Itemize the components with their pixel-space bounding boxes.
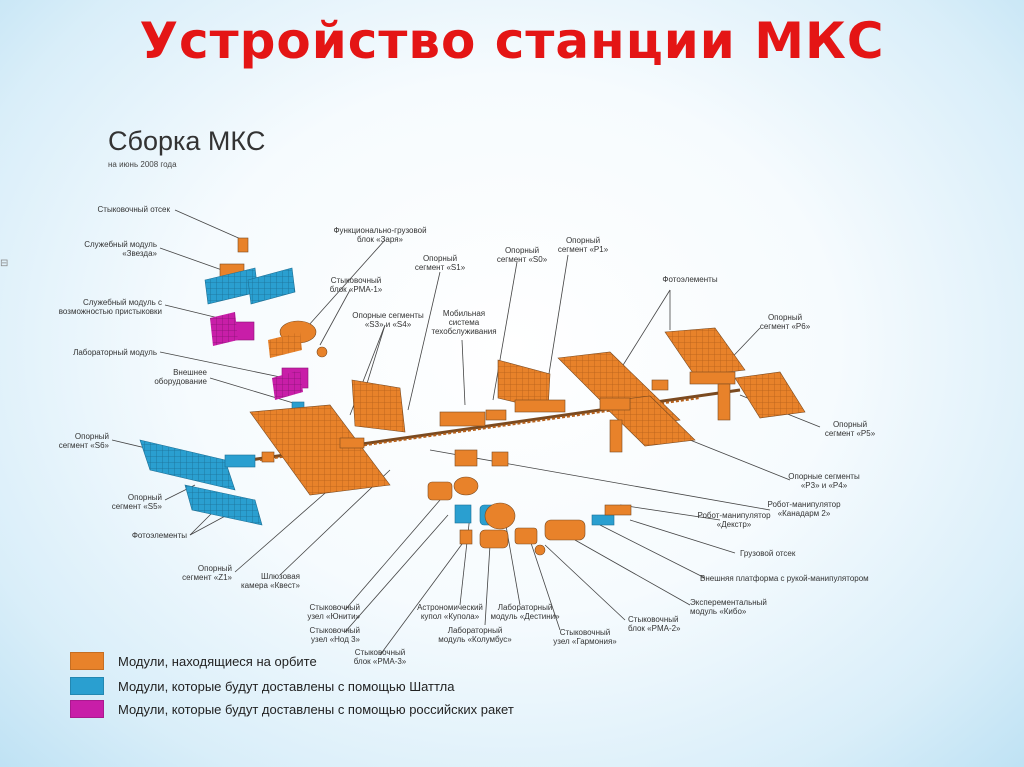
- zarya-panel: [268, 332, 302, 358]
- legend-swatch-blue: [70, 677, 104, 695]
- legend-swatch-orange: [70, 652, 104, 670]
- label-harmony: Стыковочный узел «Гармония»: [553, 628, 617, 646]
- p5-segment: [651, 379, 669, 391]
- label-kibo: Эксперементальный модуль «Кибо»: [690, 598, 767, 616]
- quest-airlock: [427, 481, 453, 501]
- slide-marker-icon: ⊟: [0, 258, 9, 269]
- label-p3p4: Опорные сегменты «P3» и «P4»: [788, 472, 860, 490]
- node3: [454, 504, 472, 524]
- label-s3s4: Опорные сегменты «S3» и «S4»: [352, 311, 424, 329]
- label-pma3: Стыковочный блок «PMA-3»: [353, 648, 407, 666]
- z-block: [261, 451, 275, 463]
- s0-segment: [439, 411, 486, 427]
- port-truss: [557, 327, 806, 453]
- label-p6: Опорный сегмент «P6»: [759, 313, 811, 331]
- legend-item-russian: Модули, которые будут доставлены с помощ…: [70, 700, 514, 718]
- p3p4-mast: [609, 419, 623, 453]
- pma2: [534, 544, 546, 556]
- label-zvezda: Служебный модуль «Звезда»: [84, 240, 157, 258]
- label-canadarm: Робот-манипулятор «Канадарм 2»: [767, 500, 841, 518]
- label-z1: Опорный сегмент «Z1»: [182, 564, 232, 582]
- docking-compartment: [237, 237, 249, 253]
- slide-title: Устройство станции МКС: [139, 12, 885, 70]
- diagram-subtitle: на июнь 2008 года: [108, 160, 177, 169]
- kibo-platform: [591, 514, 615, 526]
- label-docking-compartment: Стыковочный отсек: [97, 205, 171, 214]
- label-ext-platform: Внешняя платформа с рукой-манипулятором: [700, 574, 869, 583]
- label-p5: Опорный сегмент «P5»: [824, 420, 876, 438]
- legend-item-shuttle: Модули, которые будут доставлены с помощ…: [70, 677, 455, 695]
- label-solar-left: Фотоэлементы: [131, 531, 187, 540]
- p6-array-1: [664, 327, 746, 377]
- unity-node: [453, 476, 479, 496]
- legend-label: Модули, находящиеся на орбите: [118, 653, 317, 669]
- p6-mast: [717, 383, 731, 421]
- s6-array-1: [139, 439, 236, 491]
- z1-segment: [454, 449, 478, 467]
- label-node3: Стыковочный узел «Нод 3»: [309, 626, 360, 644]
- diagram-title: Сборка МКС: [108, 126, 266, 156]
- label-solar-right: Фотоэлементы: [662, 275, 718, 284]
- s3s4-array: [351, 379, 406, 433]
- s6-array-2: [184, 484, 263, 526]
- label-s5: Опорный сегмент «S5»: [111, 493, 162, 511]
- central-modules: [427, 359, 632, 556]
- magenta-panel-2: [272, 370, 303, 400]
- legend-swatch-magenta: [70, 700, 104, 718]
- label-external-equipment: Внешнее оборудование: [154, 368, 207, 386]
- s3s4-segment: [339, 437, 365, 449]
- pma3: [459, 529, 473, 545]
- label-s0: Опорный сегмент «S0»: [496, 246, 548, 264]
- label-s1: Опорный сегмент «S1»: [414, 254, 466, 272]
- label-p1: Опорный сегмент «P1»: [557, 236, 609, 254]
- dextre: [604, 504, 632, 516]
- legend-item-orbit: Модули, находящиеся на орбите: [70, 652, 317, 670]
- p6-array-2: [734, 371, 806, 419]
- label-unity: Стыковочный узел «Юнити»: [307, 603, 360, 621]
- label-pma1: Стыковочный блок «PMA-1»: [329, 276, 383, 294]
- zvezda-panel-right: [247, 267, 296, 305]
- kibo-module: [544, 519, 586, 541]
- pma-block: [491, 451, 509, 467]
- destiny-lab: [484, 502, 516, 530]
- p3p4-segment: [599, 397, 631, 411]
- label-destiny: Лабораторный модуль «Дестини»: [490, 603, 560, 621]
- label-mss: Мобильная система техобслуживания: [431, 309, 497, 336]
- p1-segment: [514, 399, 566, 413]
- s5-segment: [224, 454, 256, 468]
- magenta-panel-1: [210, 312, 238, 346]
- label-quest: Шлюзовая камера «Квест»: [240, 572, 300, 590]
- p6-segment: [689, 371, 736, 385]
- starboard-truss: [139, 379, 406, 526]
- mss-base: [485, 409, 507, 421]
- legend-label: Модули, которые будут доставлены с помощ…: [118, 701, 514, 717]
- pma1: [316, 346, 328, 358]
- legend-label: Модули, которые будут доставлены с помощ…: [118, 678, 455, 694]
- s-array-orange: [249, 404, 391, 496]
- harmony-node: [514, 527, 538, 545]
- columbus-lab: [479, 529, 509, 549]
- label-pma2: Стыковочный блок «PMA-2»: [628, 615, 681, 633]
- label-cupola: Астрономический купол «Купола»: [417, 603, 483, 621]
- label-dextre: Робот-манипулятор «Декстр»: [697, 511, 771, 529]
- russian-segment: [204, 237, 328, 400]
- label-zarya: Функционально-грузовой блок «Заря»: [333, 226, 427, 244]
- label-service-module-docking: Служебный модуль с возможностью пристыко…: [58, 298, 162, 316]
- label-s6: Опорный сегмент «S6»: [58, 432, 109, 450]
- label-lab-module: Лабораторный модуль: [73, 348, 157, 357]
- label-cargo: Грузовой отсек: [740, 549, 796, 558]
- label-columbus: Лабораторный модуль «Колумбус»: [438, 626, 512, 644]
